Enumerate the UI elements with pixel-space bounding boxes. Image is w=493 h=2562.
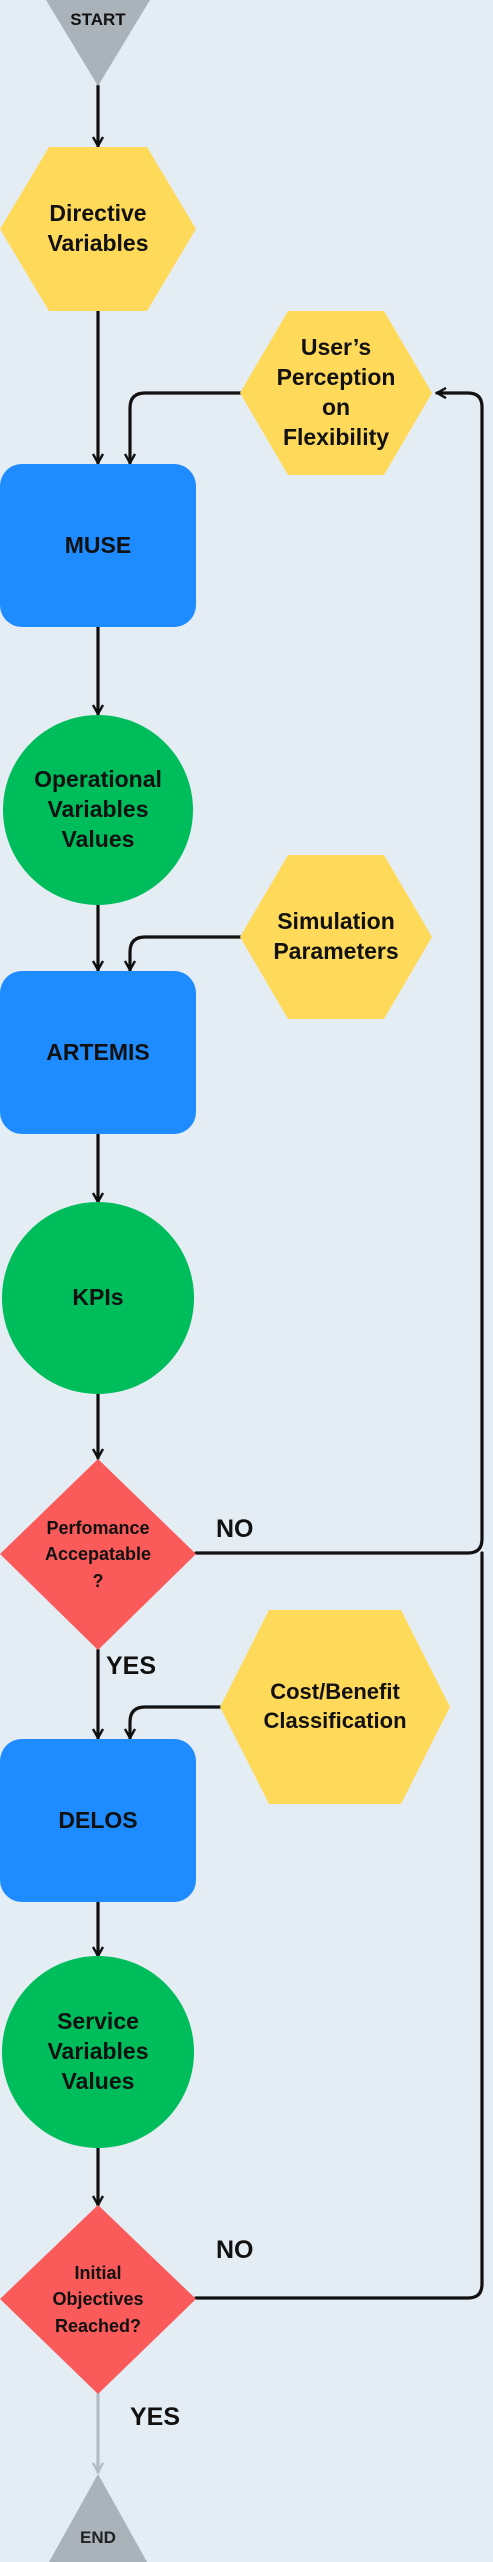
directive-variables-hexagon[interactable] xyxy=(0,147,196,311)
cost-benefit-hexagon[interactable] xyxy=(220,1610,450,1804)
connector-simulation-artemis xyxy=(130,935,242,970)
delos-process[interactable] xyxy=(0,1739,196,1902)
kpis-circle[interactable] xyxy=(2,1202,194,1394)
service-variables-circle[interactable] xyxy=(2,1956,194,2148)
connector-costbenefit-delos xyxy=(130,1705,222,1738)
performance-no-label: NO xyxy=(216,1515,254,1543)
objectives-decision[interactable] xyxy=(0,2205,196,2394)
end-terminator xyxy=(49,2474,147,2562)
performance-decision[interactable] xyxy=(0,1459,196,1650)
objectives-no-label: NO xyxy=(216,2236,254,2264)
operational-variables-circle[interactable] xyxy=(3,715,193,905)
simulation-parameters-hexagon[interactable] xyxy=(240,855,432,1019)
performance-yes-label: YES xyxy=(106,1652,157,1680)
start-terminator xyxy=(46,0,150,86)
objectives-yes-label: YES xyxy=(130,2403,181,2431)
artemis-process[interactable] xyxy=(0,971,196,1134)
user-perception-hexagon[interactable] xyxy=(240,311,432,475)
connector-performance-no-loop xyxy=(194,393,484,1555)
connector-perception-muse xyxy=(130,391,242,463)
connector-objectives-no-loop xyxy=(194,1551,484,2300)
muse-process[interactable] xyxy=(0,464,196,627)
